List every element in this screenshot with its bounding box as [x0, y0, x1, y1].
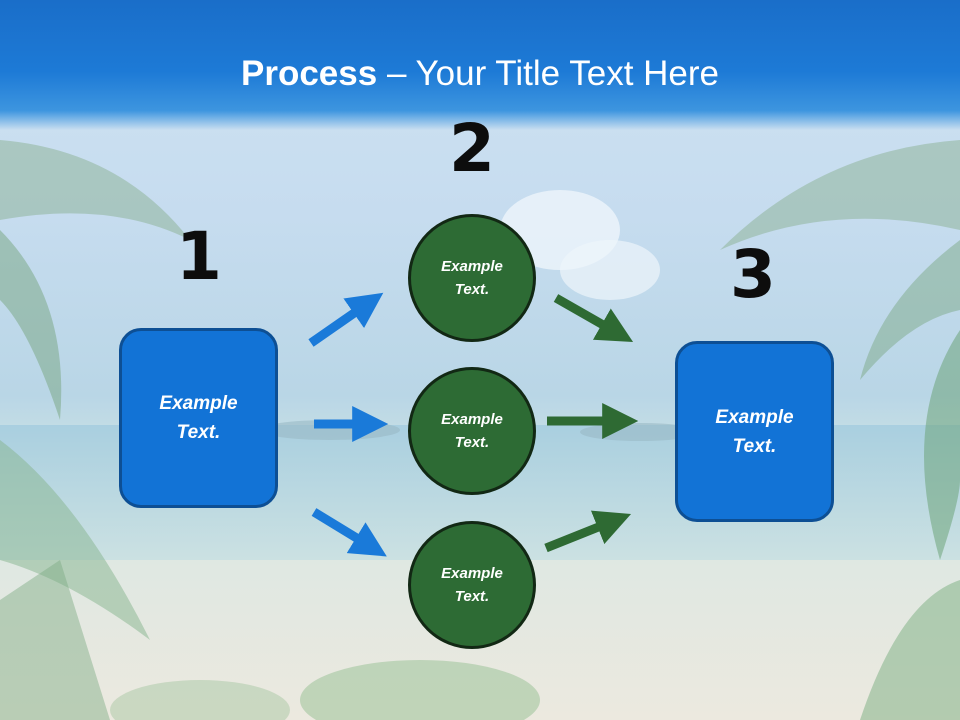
step-2-label-middle: Example Text. [441, 411, 503, 451]
title-bold: Process [241, 54, 378, 93]
step-3-box: Example Text. [675, 341, 834, 522]
title-rest: – Your Title Text Here [377, 54, 719, 93]
arrow-1-to-2-bottom [311, 508, 387, 557]
step-1-label: Example Text. [159, 393, 238, 443]
arrow-1-to-2-top [308, 292, 384, 347]
slide-title: Process – Your Title Text Here [0, 52, 960, 96]
step-2-label-top: Example Text. [441, 258, 503, 298]
step-number-3: 3 [730, 236, 776, 313]
title-bar [0, 0, 960, 130]
step-2-label-bottom: Example Text. [441, 565, 503, 605]
arrow-2-bottom-to-3 [544, 510, 632, 553]
step-2-circle-top: Example Text. [408, 214, 536, 342]
arrow-2-top-to-3 [553, 294, 634, 343]
step-2-circle-bottom: Example Text. [408, 521, 536, 649]
step-3-label: Example Text. [715, 406, 794, 457]
step-2-circle-middle: Example Text. [408, 367, 536, 495]
step-number-1: 1 [176, 218, 222, 295]
step-number-2: 2 [449, 110, 495, 187]
step-1-box: Example Text. [119, 328, 278, 508]
